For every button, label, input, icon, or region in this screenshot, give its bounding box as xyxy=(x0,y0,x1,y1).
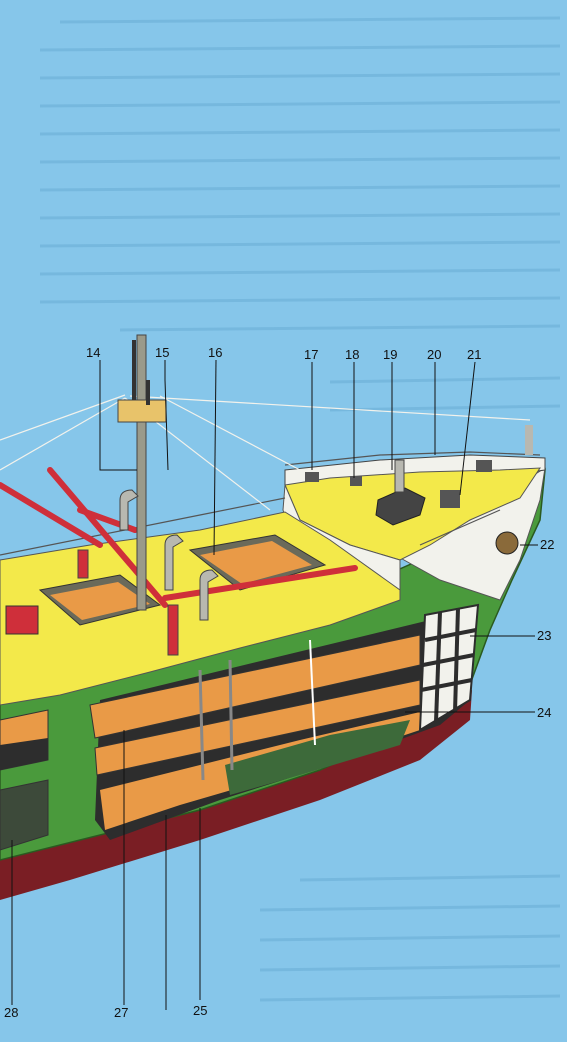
background-text-texture xyxy=(39,16,561,1002)
callout-20: 20 xyxy=(427,347,442,362)
callout-23: 23 xyxy=(537,628,552,643)
tween-deck-lower xyxy=(94,679,421,776)
callout-15: 15 xyxy=(155,345,170,360)
bow-frames xyxy=(418,603,480,732)
callout-19: 19 xyxy=(383,347,398,362)
callout-24: 24 xyxy=(537,705,552,720)
callout-27: 27 xyxy=(114,1005,129,1020)
deck-container xyxy=(5,605,39,635)
windlass-equipment xyxy=(305,425,533,526)
callout-14: 14 xyxy=(86,345,101,360)
aft-holds xyxy=(0,709,49,851)
callout-16: 16 xyxy=(208,345,223,360)
cargo-hatches xyxy=(38,534,327,626)
anchor xyxy=(495,531,519,555)
callout-28: 28 xyxy=(4,1005,19,1020)
grain-cargo xyxy=(225,720,410,795)
callout-21: 21 xyxy=(467,347,482,362)
callout-17: 17 xyxy=(304,347,319,362)
leader-lines xyxy=(11,359,538,1010)
cargo-holds xyxy=(89,615,470,840)
railings xyxy=(0,451,541,556)
callout-22: 22 xyxy=(540,537,555,552)
callout-18: 18 xyxy=(345,347,360,362)
ventilators xyxy=(77,489,219,656)
callout-25: 25 xyxy=(193,1003,208,1018)
foremast xyxy=(117,334,167,611)
